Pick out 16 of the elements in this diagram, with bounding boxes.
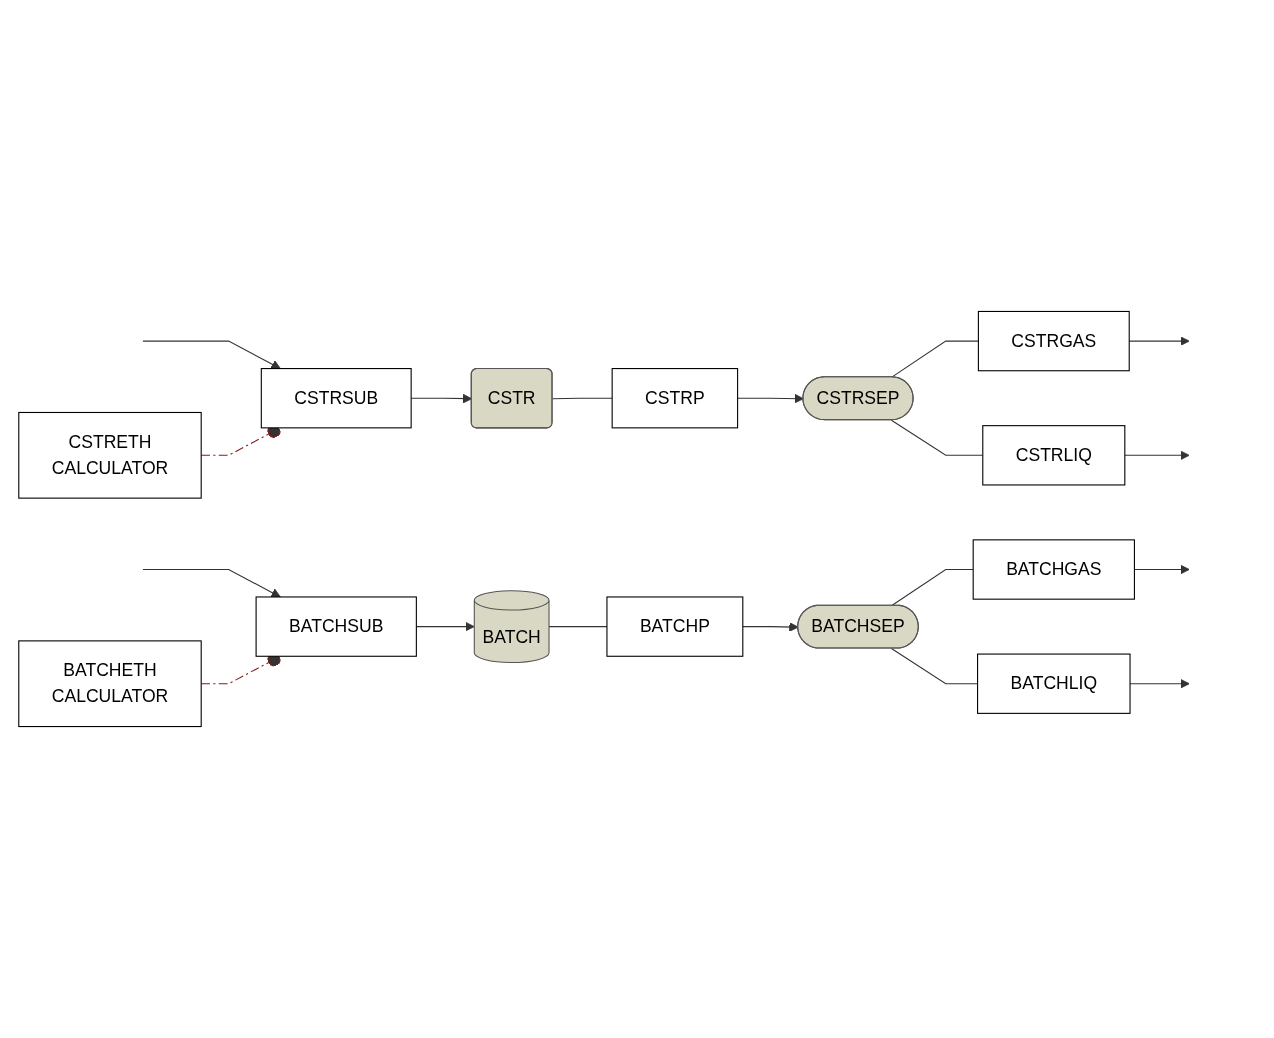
arrow bbox=[142, 340, 281, 369]
connector bbox=[890, 568, 974, 607]
node-box bbox=[611, 368, 739, 429]
node-box bbox=[977, 310, 1130, 372]
node-box bbox=[255, 596, 417, 657]
arrow bbox=[142, 568, 281, 598]
node-box bbox=[972, 539, 1135, 600]
arrow bbox=[737, 393, 804, 404]
node-box bbox=[977, 653, 1131, 714]
node-box bbox=[18, 640, 202, 728]
node-box bbox=[982, 425, 1126, 486]
node-box bbox=[18, 411, 202, 499]
connector bbox=[552, 397, 613, 400]
node-box bbox=[606, 596, 744, 657]
arrow bbox=[1124, 450, 1190, 461]
node-box bbox=[260, 368, 412, 429]
